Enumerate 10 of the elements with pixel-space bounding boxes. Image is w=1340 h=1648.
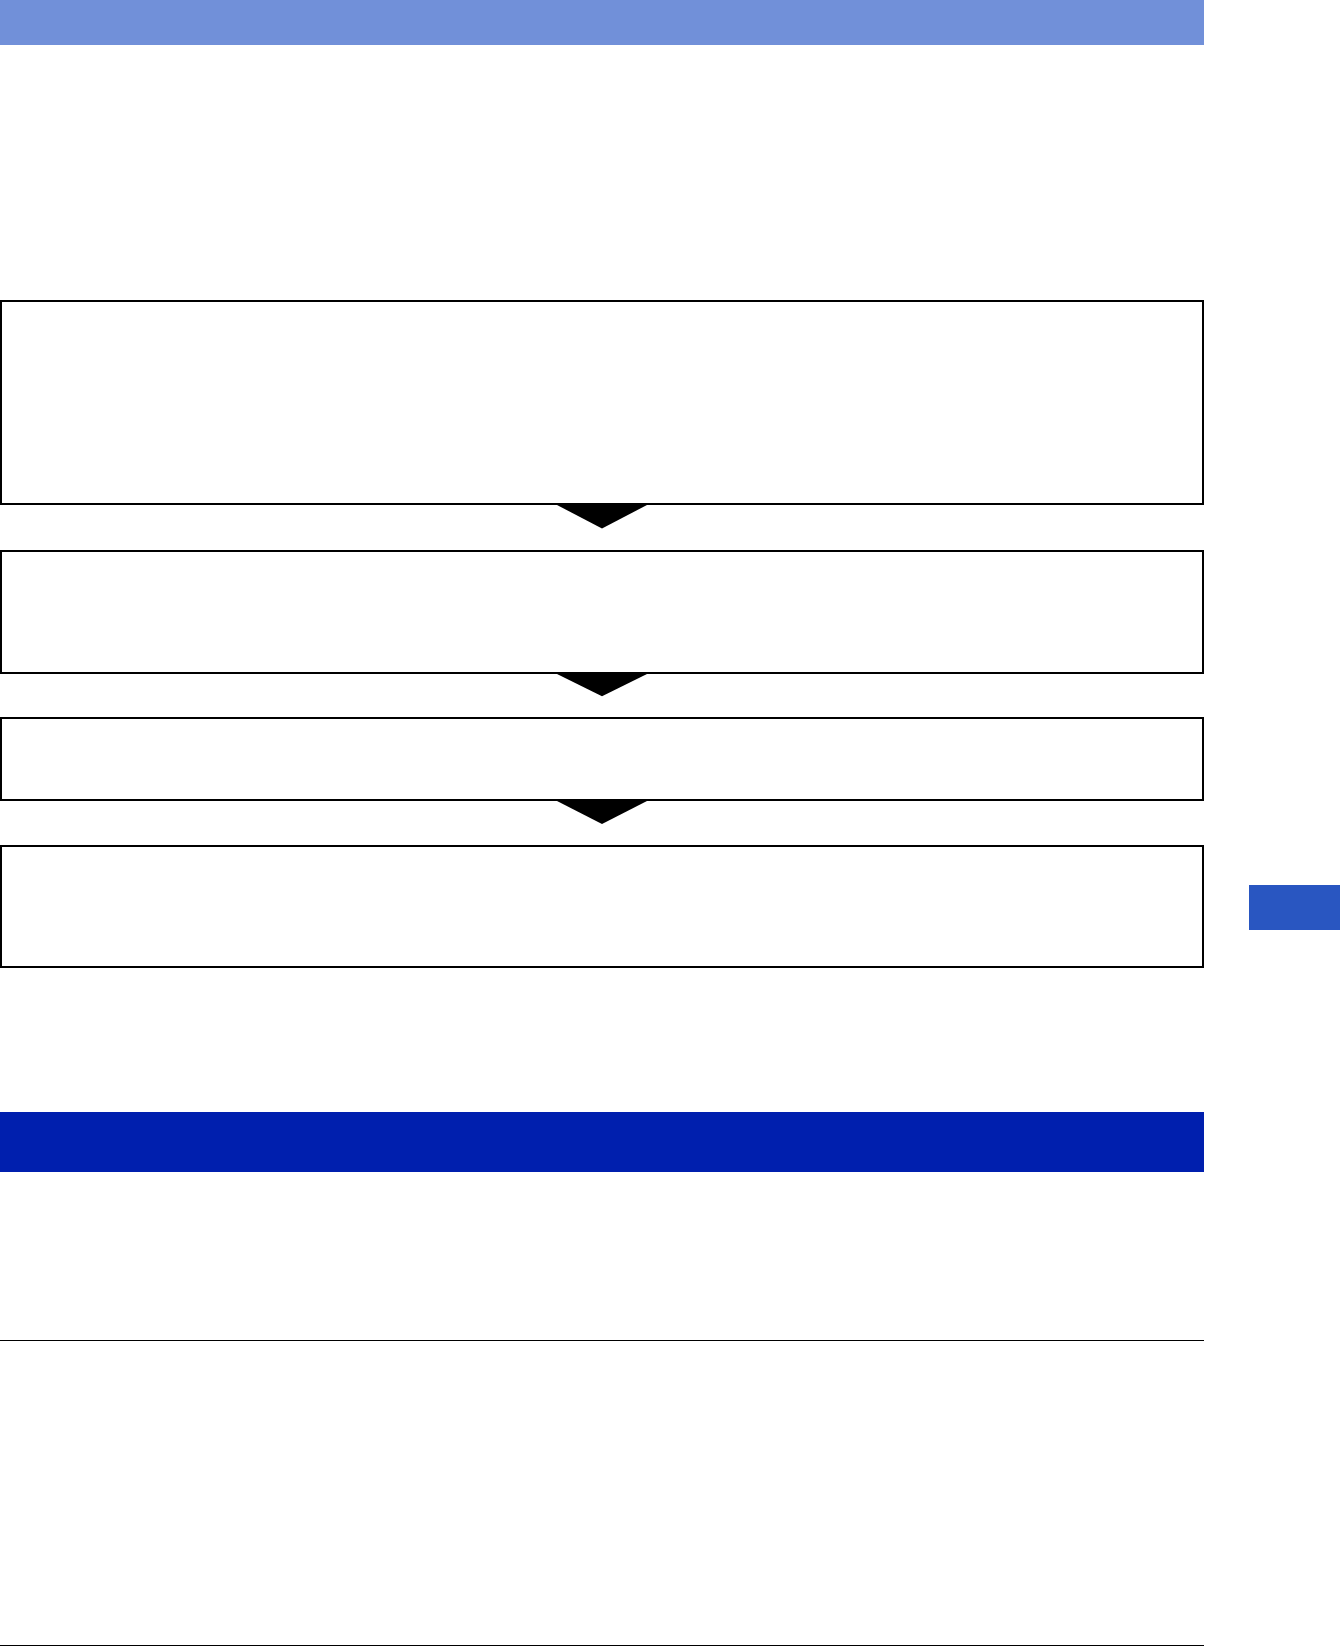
heading-bar <box>0 1112 1204 1172</box>
header-bar <box>0 0 1204 45</box>
process-box <box>0 717 1204 801</box>
arrow <box>557 801 647 824</box>
process-box <box>0 550 1204 674</box>
arrow <box>557 674 647 697</box>
section-tab <box>1249 885 1340 930</box>
process-box <box>0 845 1204 968</box>
process-box <box>0 300 1204 505</box>
arrow <box>557 505 647 529</box>
